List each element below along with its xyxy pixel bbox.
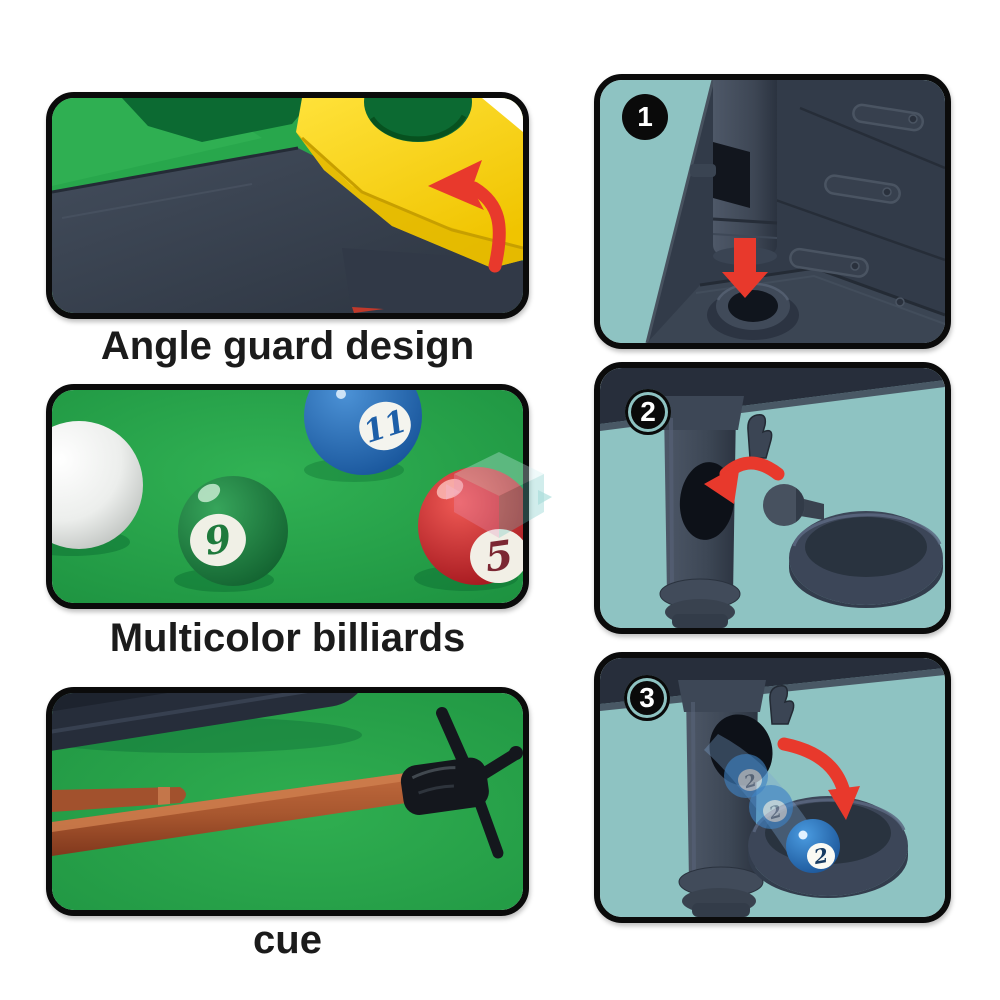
table-base-corner: [52, 693, 371, 754]
rail-highlight-line: [61, 183, 253, 219]
ball-2: 2: [786, 819, 840, 873]
cue-caption: cue: [253, 918, 322, 962]
leg-hook: [769, 684, 795, 725]
cue-stick-upper: [52, 787, 186, 812]
billiards-caption: Multicolor billiards: [109, 616, 466, 660]
step-1-panel: [594, 74, 951, 349]
tray-knob: [763, 484, 824, 526]
attach-arrow-icon: [704, 456, 785, 504]
angle-guard-panel: [46, 92, 529, 319]
svg-text:2: 2: [766, 802, 784, 825]
insert-arrow-icon: [722, 238, 768, 298]
step-3-badge: 3: [624, 675, 670, 721]
guard-fold-line: [300, 136, 523, 250]
molded-tabs: [789, 103, 925, 278]
ball-tray: [789, 511, 943, 608]
cue-ball: [52, 421, 143, 549]
step-1-badge: 1: [622, 94, 668, 140]
pocket-shadow: [369, 114, 467, 142]
rail-edge-line: [52, 146, 299, 194]
underside-edge: [645, 80, 715, 343]
seam-line: [769, 196, 945, 262]
inner-play-surface: [122, 98, 314, 142]
table-body-shade: [342, 248, 523, 313]
cue-stick-main: [52, 772, 413, 856]
angle-guard-caption: Angle guard design: [100, 324, 475, 368]
screws: [850, 114, 918, 307]
cue-bridge-head: [400, 707, 523, 859]
ball-11: 11: [304, 390, 422, 475]
cue-panel: [46, 687, 529, 916]
step-3-illustration: 2 2 2: [600, 658, 945, 917]
ball-5: 5: [418, 467, 523, 585]
step-1-illustration: [600, 80, 945, 343]
ball-9: 9: [178, 476, 288, 586]
step-3-panel: 2 2 2: [594, 652, 951, 923]
seam-line: [799, 106, 945, 170]
angle-guard-illustration: [52, 98, 523, 313]
billiards-panel: 11 9 5: [46, 384, 529, 609]
ghost-ball-upper: 2: [724, 754, 768, 798]
leg-hook: [747, 413, 773, 459]
billiards-illustration: 11 9 5: [52, 390, 523, 603]
step-2-illustration: [600, 368, 945, 628]
svg-text:2: 2: [811, 843, 830, 869]
cue-illustration: [52, 693, 523, 910]
corner-guard: [296, 98, 523, 268]
svg-text:5: 5: [482, 531, 516, 581]
drop-arrow-icon: [777, 737, 860, 820]
svg-text:2: 2: [741, 771, 759, 794]
photo-background-wedge: [482, 98, 523, 132]
ghost-ball-lower: 2: [749, 785, 793, 829]
step-2-badge: 2: [625, 389, 671, 435]
table-leg-tube: [690, 80, 778, 265]
red-sliver: [352, 307, 384, 313]
guard-arrow-icon: [428, 160, 506, 273]
